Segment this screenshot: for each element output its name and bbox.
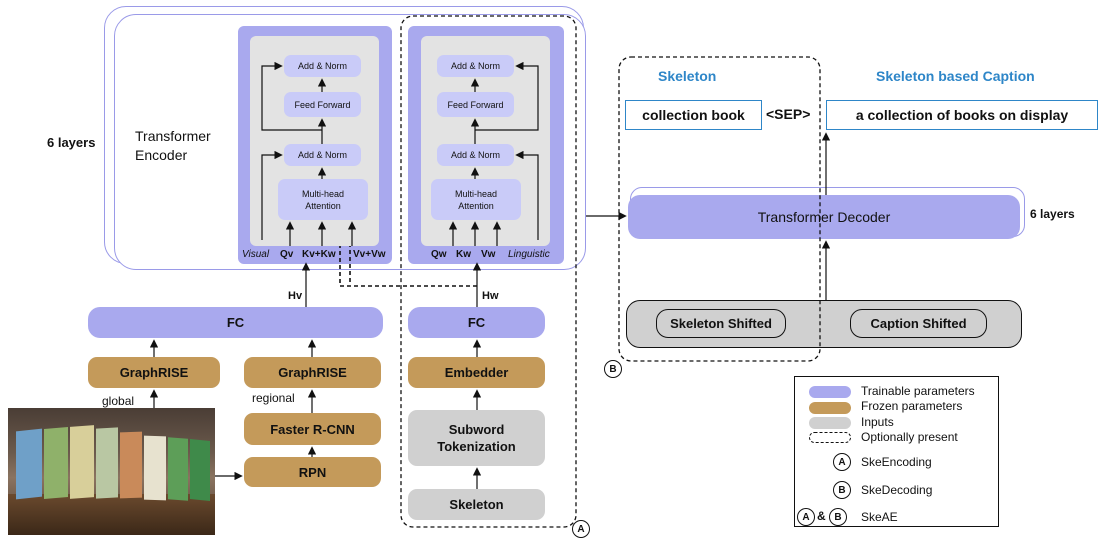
skeleton-output-box: collection book xyxy=(625,100,762,130)
linguistic-mha-line1: Multi-head xyxy=(454,188,498,199)
decoder-layers-label: 6 layers xyxy=(1030,207,1075,221)
skeleton-input: Skeleton xyxy=(408,489,545,520)
linguistic-label: Linguistic xyxy=(508,249,550,260)
visual-feed-forward: Feed Forward xyxy=(284,92,361,117)
linguistic-input-v: Vw xyxy=(481,249,496,260)
legend-swatch-frozen xyxy=(809,402,851,414)
caption-output-box: a collection of books on display xyxy=(826,100,1098,130)
visual-input-k: Kv+Kw xyxy=(302,249,336,260)
legend-marker-a: A xyxy=(833,453,851,471)
linguistic-add-norm-bottom: Add & Norm xyxy=(437,144,514,166)
visual-label: Visual xyxy=(242,249,270,260)
hv-label: Hv xyxy=(288,290,303,302)
legend-swatch-trainable xyxy=(809,386,851,398)
visual-add-norm-top: Add & Norm xyxy=(284,55,361,77)
legend-ske-encoding: SkeEncoding xyxy=(861,455,932,469)
global-label: global xyxy=(102,394,135,408)
marker-a-encoding: A xyxy=(572,520,590,538)
legend-marker-a2: A xyxy=(797,508,815,526)
legend-marker-b2: B xyxy=(829,508,847,526)
linguistic-feed-forward: Feed Forward xyxy=(437,92,514,117)
legend-swatch-inputs xyxy=(809,417,851,429)
embedder: Embedder xyxy=(408,357,545,388)
transformer-decoder: Transformer Decoder xyxy=(628,195,1020,239)
legend-swatch-optional xyxy=(809,432,851,443)
legend-frozen: Frozen parameters xyxy=(861,399,963,413)
regional-label: regional xyxy=(252,391,295,405)
subword-line1: Subword xyxy=(448,422,505,437)
legend-marker-b: B xyxy=(833,481,851,499)
graphrise-global: GraphRISE xyxy=(88,357,220,388)
legend-ske-ae: SkeAE xyxy=(861,510,898,524)
skeleton-heading: Skeleton xyxy=(658,68,717,84)
marker-b-decoding: B xyxy=(604,360,622,378)
encoder-title-line1: Transformer xyxy=(135,128,211,144)
linguistic-add-norm-top: Add & Norm xyxy=(437,55,514,77)
visual-mha-line2: Attention xyxy=(305,200,341,211)
legend-inputs: Inputs xyxy=(861,415,894,429)
linguistic-input-q: Qw xyxy=(431,249,447,260)
photo-desk xyxy=(8,494,215,535)
faster-rcnn: Faster R-CNN xyxy=(244,413,381,445)
linguistic-fc: FC xyxy=(408,307,545,338)
caption-heading: Skeleton based Caption xyxy=(876,68,1035,84)
sep-token: <SEP> xyxy=(766,106,811,122)
hw-label: Hw xyxy=(482,290,499,302)
graphrise-regional: GraphRISE xyxy=(244,357,381,388)
visual-add-norm-bottom: Add & Norm xyxy=(284,144,361,166)
encoder-layers-label: 6 layers xyxy=(47,135,96,150)
skeleton-shifted: Skeleton Shifted xyxy=(656,309,786,338)
visual-input-v: Vv+Vw xyxy=(353,249,386,260)
legend-trainable: Trainable parameters xyxy=(861,384,975,398)
legend: Trainable parameters Frozen parameters I… xyxy=(794,376,999,527)
visual-multihead-attention: Multi-head Attention xyxy=(278,179,368,220)
linguistic-input-k: Kw xyxy=(456,249,471,260)
caption-shifted: Caption Shifted xyxy=(850,309,987,338)
visual-mha-line1: Multi-head xyxy=(301,188,345,199)
legend-amp: & xyxy=(817,509,826,523)
legend-ske-decoding: SkeDecoding xyxy=(861,483,933,497)
visual-input-q: Qv xyxy=(280,249,294,260)
book-display-photo xyxy=(8,408,215,535)
subword-tokenization: Subword Tokenization xyxy=(408,410,545,466)
legend-optional: Optionally present xyxy=(861,430,958,444)
visual-fc: FC xyxy=(88,307,383,338)
encoder-title-line2: Encoder xyxy=(135,147,188,163)
subword-line2: Tokenization xyxy=(437,439,516,454)
rpn: RPN xyxy=(244,457,381,487)
linguistic-mha-line2: Attention xyxy=(458,200,494,211)
linguistic-multihead-attention: Multi-head Attention xyxy=(431,179,521,220)
